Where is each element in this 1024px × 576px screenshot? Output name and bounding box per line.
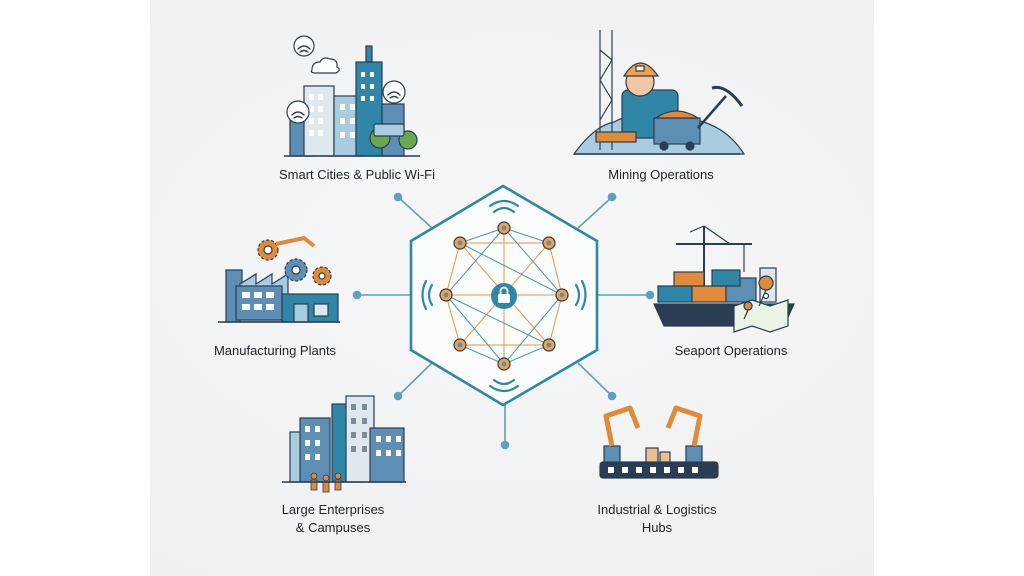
label-logistics-line1: Industrial & Logistics — [597, 502, 717, 517]
smart-city-icon — [284, 35, 420, 157]
spokes — [352, 192, 655, 450]
seaport-icon — [653, 225, 795, 333]
label-logistics-line2: Hubs — [641, 520, 673, 535]
label-enterprises-line2: & Campuses — [295, 520, 371, 535]
wifi-icon — [291, 45, 401, 119]
label-manufacturing: Manufacturing Plants — [213, 343, 337, 358]
factory-icon — [218, 235, 340, 323]
left-margin — [0, 0, 150, 576]
campus-icon — [282, 395, 406, 493]
lock-icon — [491, 283, 517, 309]
mining-icon — [572, 30, 746, 155]
label-smart-cities: Smart Cities & Public Wi-Fi — [278, 167, 436, 182]
right-margin — [874, 0, 1024, 576]
label-seaport: Seaport Operations — [674, 343, 788, 358]
label-enterprises-line1: Large Enterprises — [281, 502, 385, 517]
robotic-arms-icon — [599, 405, 719, 479]
label-mining: Mining Operations — [608, 167, 714, 182]
